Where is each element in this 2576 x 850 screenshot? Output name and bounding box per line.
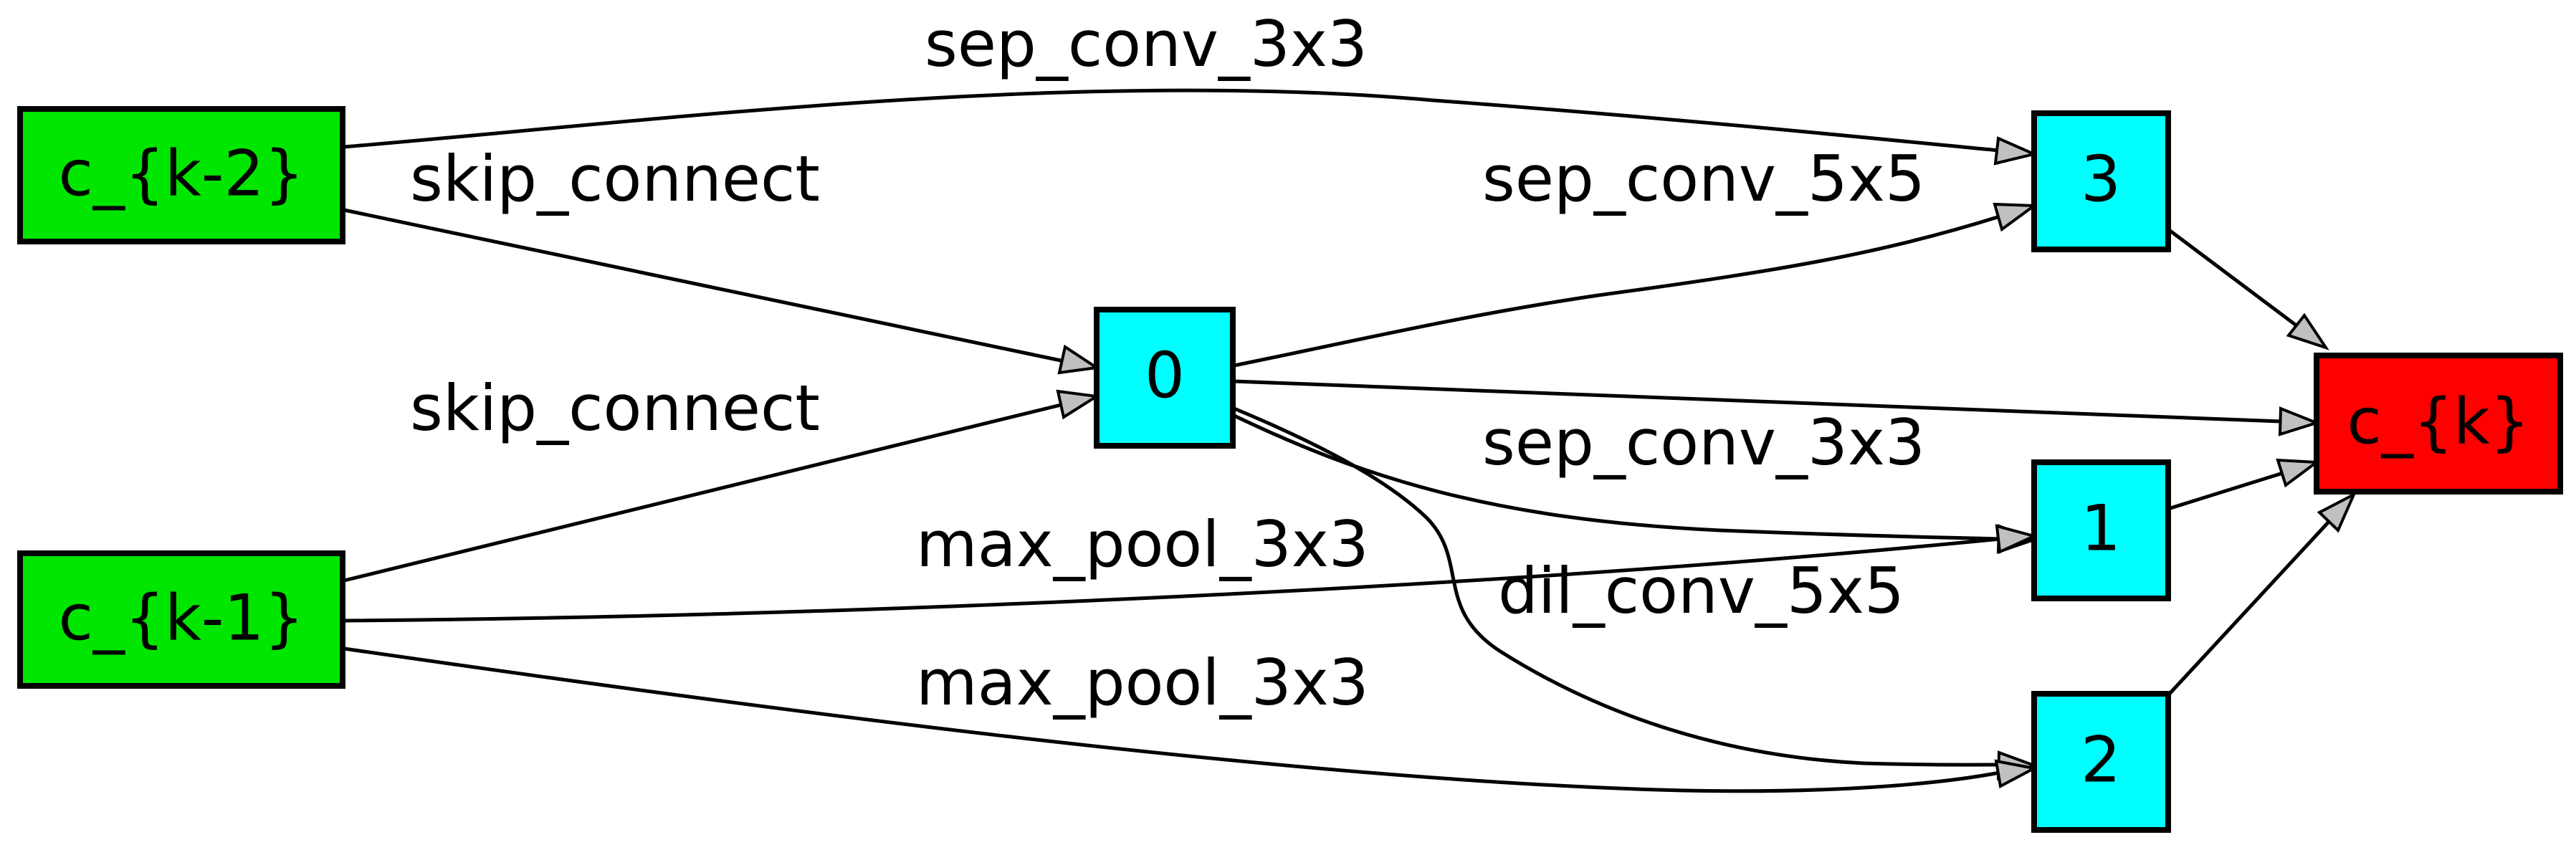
node-1-box [2031, 459, 2171, 601]
node-c-k-2-label: c_{k-2} [58, 137, 304, 211]
arrow-head [1995, 524, 2038, 554]
node-c-k-label: c_{k} [2347, 385, 2529, 459]
arrow-head [2276, 458, 2321, 488]
edge-ck1-to-1 [343, 537, 2000, 623]
arrow-head [2286, 312, 2329, 350]
arrow-head [1994, 759, 2038, 789]
edge-label-0-to-2: dil_conv_5x5 [1498, 554, 1904, 628]
node-3-box [2031, 110, 2171, 252]
edge-label-0-to-3: sep_conv_5x5 [1482, 142, 1925, 216]
edge-label-0-to-1: sep_conv_3x3 [1482, 406, 1925, 479]
nodes: c_{k-2} c_{k-1} 0 3 1 2 c_{k} [17, 106, 2563, 833]
edge-3-to-ck [2167, 228, 2299, 328]
arrow-head [1993, 202, 2038, 232]
node-0-box [1094, 307, 1236, 449]
edge-ck2-to-3 [343, 88, 2000, 153]
edge-label-ck1-to-2: max_pool_3x3 [916, 646, 1369, 720]
edge-0-to-1 [1233, 414, 2000, 541]
edge-label-ck1-to-1: max_pool_3x3 [916, 507, 1369, 581]
node-3-label: 3 [2081, 143, 2121, 216]
edge-label-ck2-to-0: skip_connect [410, 142, 820, 216]
edge-0-to-2 [1234, 406, 2000, 767]
arrow-head [2317, 491, 2357, 533]
edge-ck1-to-2 [343, 646, 2000, 793]
edge-labels: sep_conv_3x3 skip_connect skip_connect s… [410, 7, 1925, 720]
edges [343, 88, 2357, 793]
edge-label-ck1-to-0: skip_connect [410, 371, 820, 445]
edge-ck2-to-0 [343, 208, 1062, 363]
arrow-head [1993, 136, 2039, 166]
node-0-label: 0 [1145, 339, 1185, 413]
edge-2-to-ck [2167, 520, 2331, 697]
arrow-head [1057, 344, 1101, 375]
arrow-head [1056, 389, 1101, 420]
node-c-k-1-label: c_{k-1} [58, 581, 304, 655]
node-c-k: c_{k} [2314, 353, 2563, 495]
edge-label-ck2-to-3: sep_conv_3x3 [925, 7, 1368, 81]
node-c-k-1: c_{k-1} [17, 550, 345, 689]
arrow-head [2278, 406, 2321, 436]
node-1: 1 [2031, 459, 2171, 601]
edge-0-to-3 [1234, 214, 2000, 368]
node-c-k-2-box [17, 106, 345, 244]
edge-1-to-ck [2167, 471, 2284, 511]
node-c-k-2: c_{k-2} [17, 106, 345, 244]
edge-ck1-to-0 [343, 403, 1062, 583]
node-c-k-1-box [17, 550, 345, 689]
node-c-k-box [2314, 353, 2563, 495]
node-0: 0 [1094, 307, 1236, 449]
edge-0-to-ck [1234, 379, 2281, 424]
node-2: 2 [2031, 691, 2171, 833]
node-2-label: 2 [2081, 723, 2121, 797]
node-1-label: 1 [2081, 492, 2121, 565]
node-3: 3 [2031, 110, 2171, 252]
node-2-box [2031, 691, 2171, 833]
